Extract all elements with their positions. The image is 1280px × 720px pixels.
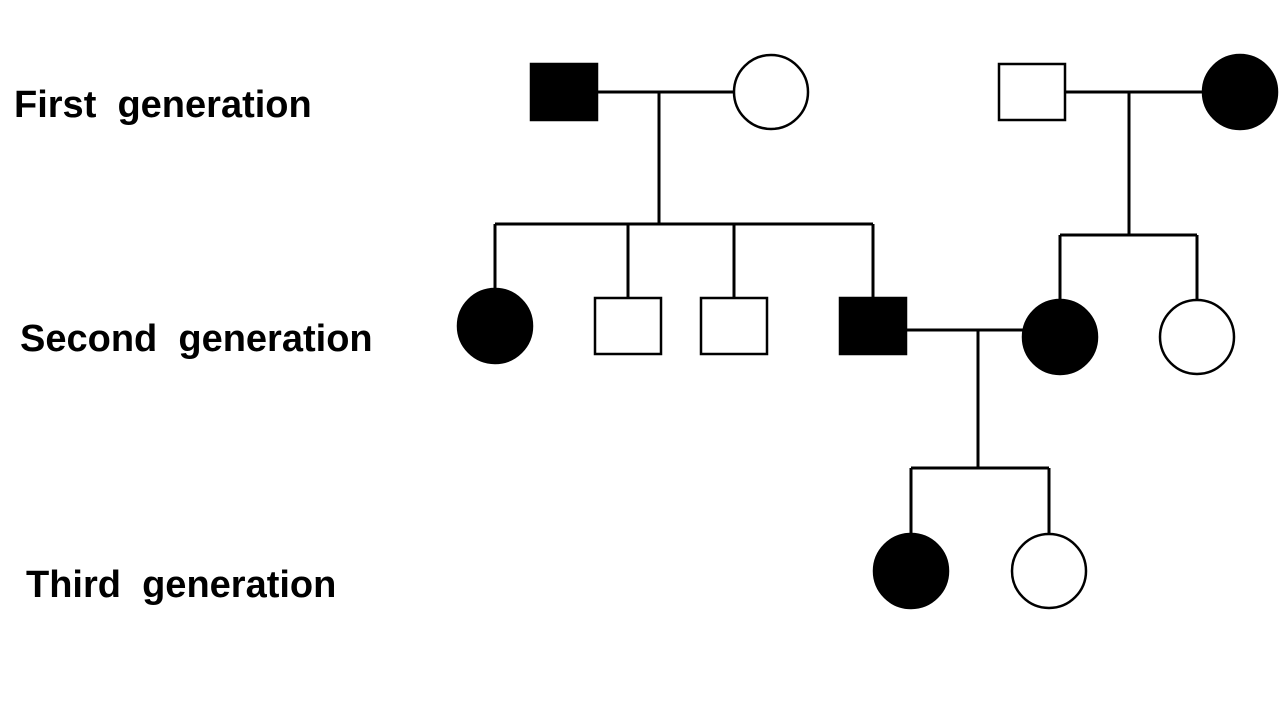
affected-female-symbol (1201, 53, 1279, 131)
affected-male-symbol (529, 62, 599, 122)
unaffected-male-symbol (699, 296, 769, 356)
unaffected-female-symbol (732, 53, 810, 131)
first-generation-label: First generation (14, 84, 312, 126)
affected-female-symbol (872, 532, 950, 610)
affected-female-symbol (1021, 298, 1099, 376)
affected-male-symbol (838, 296, 908, 356)
unaffected-female-symbol (1010, 532, 1088, 610)
second-generation-label: Second generation (20, 318, 373, 360)
unaffected-male-symbol (593, 296, 663, 356)
pedigree-symbols (456, 53, 1279, 610)
unaffected-female-symbol (1158, 298, 1236, 376)
pedigree-lines (493, 90, 1203, 534)
third-generation-label: Third generation (26, 564, 337, 606)
affected-female-symbol (456, 287, 534, 365)
unaffected-male-symbol (997, 62, 1067, 122)
